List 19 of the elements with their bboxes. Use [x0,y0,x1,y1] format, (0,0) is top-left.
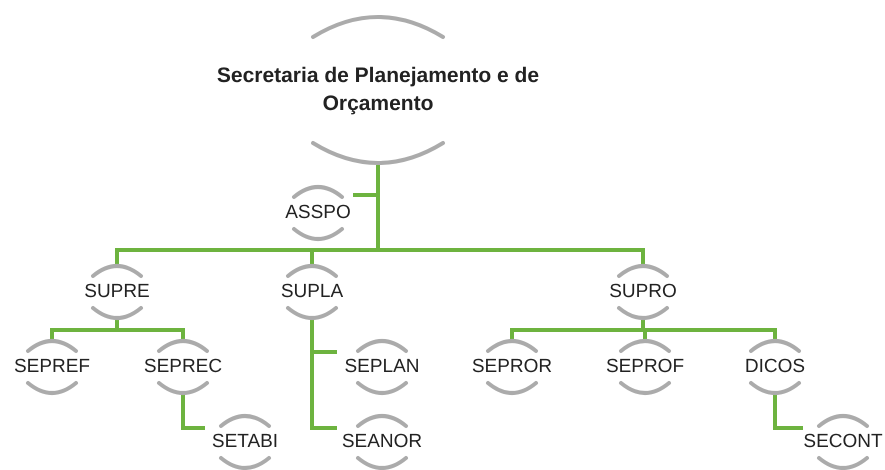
unit-name: SEANOR [342,431,422,453]
unit-name: SETABI [212,431,278,453]
connector-line [181,395,205,430]
unit-name: SECONT [803,431,883,453]
unit-name: DICOS [744,356,806,378]
org-unit-node [283,185,353,241]
unit-name: Secretaria de Planejamento e de Orçamento [216,62,540,117]
unit-name: ASSPO [285,202,351,224]
unit-name: SUPLA [280,281,344,303]
unit-name: SEPROF [606,356,684,378]
unit-name: SEPROR [472,356,552,378]
unit-name: SEPREC [144,356,222,378]
connector-line [376,165,645,264]
unit-name: SUPRE [84,281,150,303]
connector-line [773,395,803,430]
org-unit-node [803,414,883,470]
unit-name: SEPREF [14,356,90,378]
unit-name: SUPRO [609,281,677,303]
unit-name: SEPLAN [344,356,420,378]
